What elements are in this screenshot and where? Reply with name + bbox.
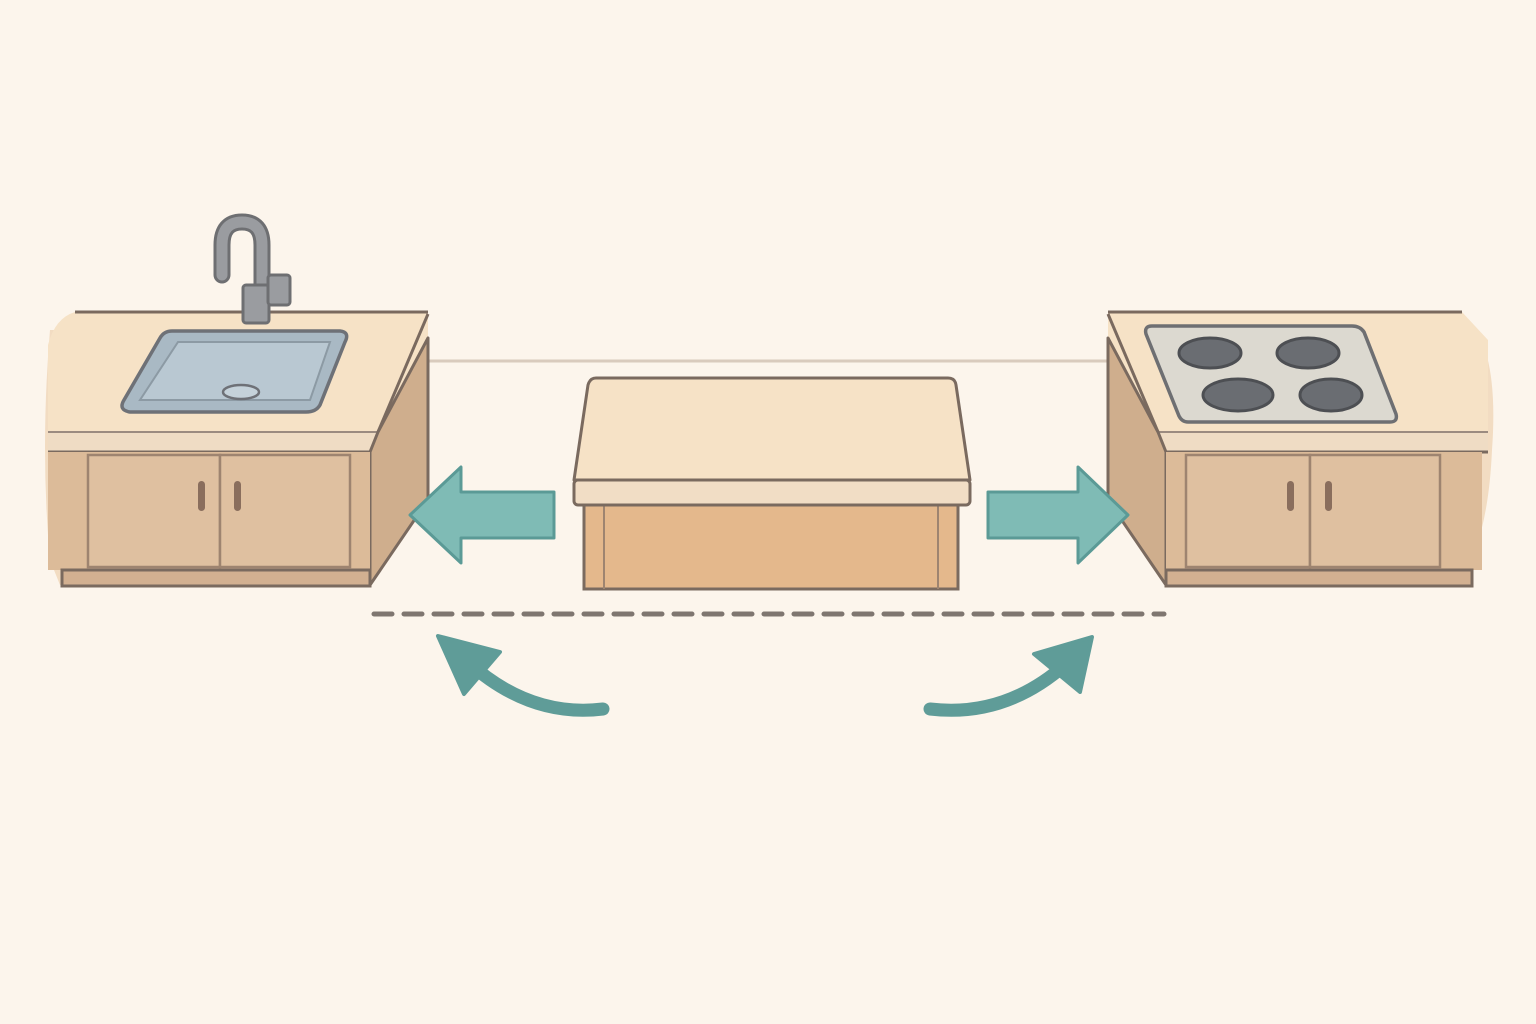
sink-countertop-lip <box>48 432 378 452</box>
burner-front-left <box>1201 377 1275 413</box>
kitchen-island <box>572 376 972 591</box>
stove-countertop-left-edge <box>1106 313 1160 433</box>
curved-arrow-left <box>436 634 610 717</box>
burner-front-right <box>1298 377 1364 413</box>
stove-countertop-lip <box>1158 432 1488 452</box>
stove-cabinet-door-right <box>1308 453 1442 569</box>
sink-toe-kick <box>60 568 372 588</box>
sink-side-panel <box>368 336 430 587</box>
sink-door-handle-left <box>198 481 205 511</box>
arrow-island-to-sink <box>408 465 556 565</box>
stove-counter <box>1106 310 1494 588</box>
island-countertop <box>572 376 972 482</box>
burner-back-left <box>1177 336 1243 370</box>
sink-countertop-right-edge <box>376 313 430 433</box>
curved-arrow-right <box>923 635 1094 717</box>
cooktop-icon <box>1143 324 1399 424</box>
stove-door-handle-left <box>1287 481 1294 511</box>
sink-cabinet-door-left <box>86 453 222 569</box>
sink-counter <box>45 213 430 588</box>
sink-door-handle-right <box>234 481 241 511</box>
sink-cabinet-door-right <box>218 453 352 569</box>
island-countertop-lip <box>572 478 972 507</box>
stove-door-handle-right <box>1325 481 1332 511</box>
faucet-icon <box>213 213 292 325</box>
arrow-island-to-stove <box>986 465 1130 565</box>
island-base <box>582 503 960 591</box>
stove-toe-kick <box>1164 568 1474 588</box>
burner-back-right <box>1275 336 1341 370</box>
stove-cabinet-door-left <box>1184 453 1312 569</box>
sink-drain <box>221 383 261 401</box>
sink-icon <box>120 329 349 414</box>
